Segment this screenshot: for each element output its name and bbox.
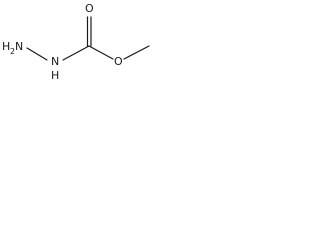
label-carbonyl-o: O <box>85 2 94 15</box>
atom-labels: H 2 N N H O O <box>2 2 123 82</box>
bond-n-c <box>62 45 90 61</box>
bond-c-o-single <box>88 45 114 60</box>
bond-n-n <box>26 47 48 61</box>
label-nh-h: H <box>51 69 59 82</box>
label-nh2-n: N <box>15 40 23 53</box>
bond-o-methyl <box>123 45 150 60</box>
molecule-structure: H 2 N N H O O <box>2 2 150 82</box>
bonds <box>26 16 150 61</box>
label-nh2-h: H <box>2 40 10 53</box>
label-nh-n: N <box>51 55 59 68</box>
label-nh2-subscript: 2 <box>10 47 15 56</box>
label-ester-o: O <box>114 55 123 68</box>
